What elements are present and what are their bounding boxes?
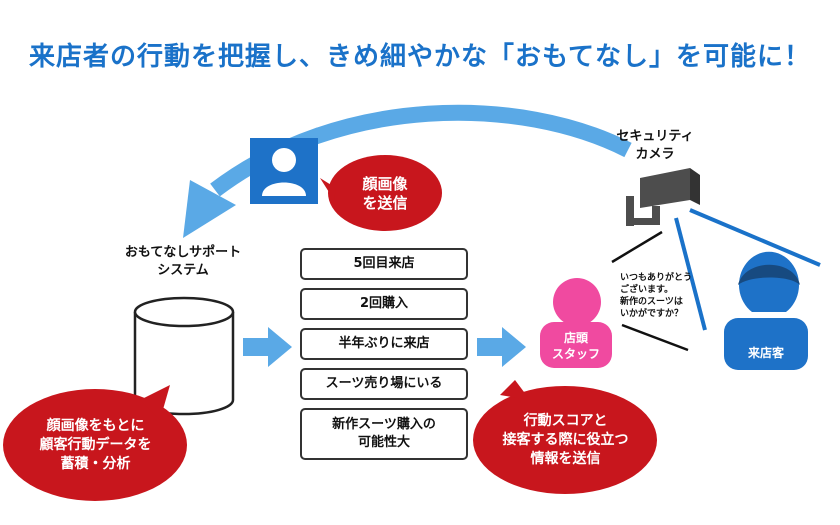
score-bubble-line: 情報を送信 [530, 451, 601, 467]
arrow-icon [477, 327, 526, 367]
behavior-box-line: スーツ売り場にいる [325, 376, 443, 391]
data-bubble-text: 顔画像をもとに 顧客行動データを 蓄積・分析 [8, 417, 183, 474]
staff-label-line: 店頭 [563, 331, 588, 345]
behavior-box: 半年ぶりに来店 [300, 328, 468, 360]
camera-icon [626, 168, 700, 226]
score-bubble-text: 行動スコアと 接客する際に役立つ 情報を送信 [478, 412, 653, 469]
speech-line-text: 新作のスーツは [620, 297, 683, 307]
face-bubble-line: 顔画像 [362, 175, 408, 193]
speech-line-text: いかがですか？ [620, 309, 684, 319]
behavior-box-line: 半年ぶりに来店 [338, 336, 430, 351]
face-bubble-text: 顔画像 を送信 [340, 175, 430, 213]
data-analysis-bubble [3, 385, 187, 501]
system-label-line: おもてなしサポート [124, 245, 242, 260]
arrow-icon [243, 327, 292, 367]
score-bubble-line: 行動スコアと [523, 413, 608, 429]
speech-line [611, 230, 663, 264]
camera-label: セキュリティ カメラ [600, 128, 710, 164]
face-image-bubble [320, 155, 442, 231]
customer-figure [724, 251, 808, 370]
page-title: 来店者の行動を把握し、きめ細やかな「おもてなし」を可能に！ [29, 42, 811, 72]
send-arc-arrowhead [183, 180, 236, 238]
data-bubble-line: 蓄積・分析 [60, 456, 131, 472]
data-bubble-line: 顔画像をもとに [46, 418, 145, 434]
behavior-box-line: 可能性大 [357, 435, 410, 450]
camera-view-line [674, 217, 707, 331]
system-label: おもてなしサポート システム [108, 244, 258, 280]
behavior-box: 新作スーツ購入の 可能性大 [300, 408, 468, 460]
camera-label-line: カメラ [635, 147, 675, 162]
behavior-box: 5回目来店 [300, 248, 468, 280]
system-label-line: システム [157, 263, 209, 278]
score-bubble [473, 380, 657, 494]
score-bubble-line: 接客する際に役立つ [502, 432, 629, 448]
behavior-box-line: 新作スーツ購入の [332, 417, 436, 432]
staff-figure [540, 278, 612, 368]
camera-view-line [689, 208, 821, 267]
data-bubble-line: 顧客行動データを [39, 437, 152, 453]
staff-label: 店頭 スタッフ [540, 330, 612, 362]
user-icon [250, 138, 318, 204]
behavior-box: 2回購入 [300, 288, 468, 320]
customer-label: 来店客 [747, 346, 784, 360]
speech-line-text: ございます。 [620, 285, 674, 295]
behavior-box-line: 5回目来店 [353, 256, 415, 271]
staff-speech: いつもありがとう ございます。 新作のスーツは いかがですか？ [620, 272, 720, 320]
speech-line [621, 323, 689, 352]
database-icon [133, 296, 235, 416]
staff-label-line: スタッフ [551, 347, 600, 361]
face-bubble-line: を送信 [362, 194, 408, 212]
camera-label-line: セキュリティ [616, 129, 694, 144]
behavior-box-line: 2回購入 [359, 296, 409, 311]
behavior-box: スーツ売り場にいる [300, 368, 468, 400]
speech-line-text: いつもありがとう [620, 273, 693, 283]
